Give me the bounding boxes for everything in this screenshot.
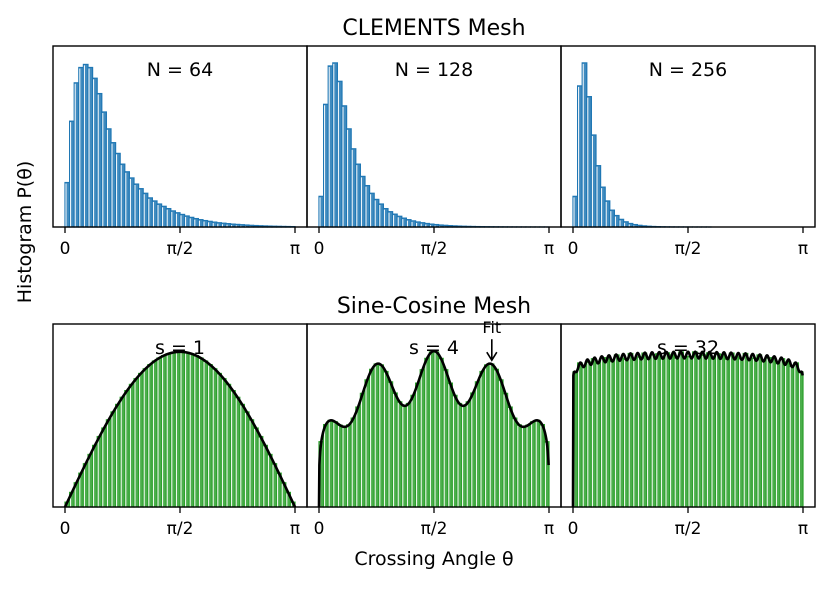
fit-curve — [317, 349, 550, 508]
x-tick-label: π — [798, 239, 808, 259]
fit-annotation: Fit — [482, 318, 501, 337]
x-tick-label: 0 — [60, 239, 71, 259]
x-tick-label: 0 — [60, 519, 71, 539]
y-axis-label: Histogram P(θ) — [14, 161, 36, 304]
x-tick-label: π/2 — [167, 239, 194, 259]
chart-panel-3: 0 π/2 π s = 1 — [52, 323, 308, 539]
x-tick-label: π/2 — [167, 519, 194, 539]
x-tick-label: π — [290, 239, 300, 259]
x-tick-label: π — [544, 519, 554, 539]
panel-title: s = 32 — [657, 337, 719, 359]
x-tick-label: 0 — [314, 519, 325, 539]
row-title-bottom: Sine-Cosine Mesh — [337, 294, 531, 319]
panels: 0 π/2 π N = 64 0 π/2 π N = 128 0 π/2 π N = 256 0 π/2 π… — [52, 45, 816, 539]
x-tick-label: π — [798, 519, 808, 539]
x-tick-label: π/2 — [675, 239, 702, 259]
x-tick-label: 0 — [314, 239, 325, 259]
fit-curve — [63, 350, 297, 508]
x-tick-label: π/2 — [675, 519, 702, 539]
x-tick-label: π/2 — [421, 519, 448, 539]
chart-panel-5: 0 π/2 π s = 32 — [560, 323, 816, 539]
x-tick-label: 0 — [568, 519, 579, 539]
chart-panel-1: 0 π/2 π N = 128 — [306, 45, 562, 259]
x-axis-label: Crossing Angle θ — [354, 548, 513, 570]
panel-title: N = 256 — [649, 59, 727, 81]
panel-title: s = 4 — [409, 337, 459, 359]
fit-arrow-head — [486, 351, 498, 362]
x-tick-label: π/2 — [421, 239, 448, 259]
chart-panel-0: 0 π/2 π N = 64 — [52, 45, 308, 259]
fit-curve — [571, 350, 804, 508]
panel-title: N = 128 — [395, 59, 473, 81]
row-title-top: CLEMENTS Mesh — [342, 16, 525, 41]
x-tick-label: 0 — [568, 239, 579, 259]
chart-panel-4: Fit 0 π/2 π s = 4 — [306, 318, 562, 539]
x-tick-label: π — [544, 239, 554, 259]
chart-panel-2: 0 π/2 π N = 256 — [560, 45, 816, 259]
x-tick-label: π — [290, 519, 300, 539]
panel-title: s = 1 — [155, 337, 205, 359]
panel-title: N = 64 — [147, 59, 213, 81]
